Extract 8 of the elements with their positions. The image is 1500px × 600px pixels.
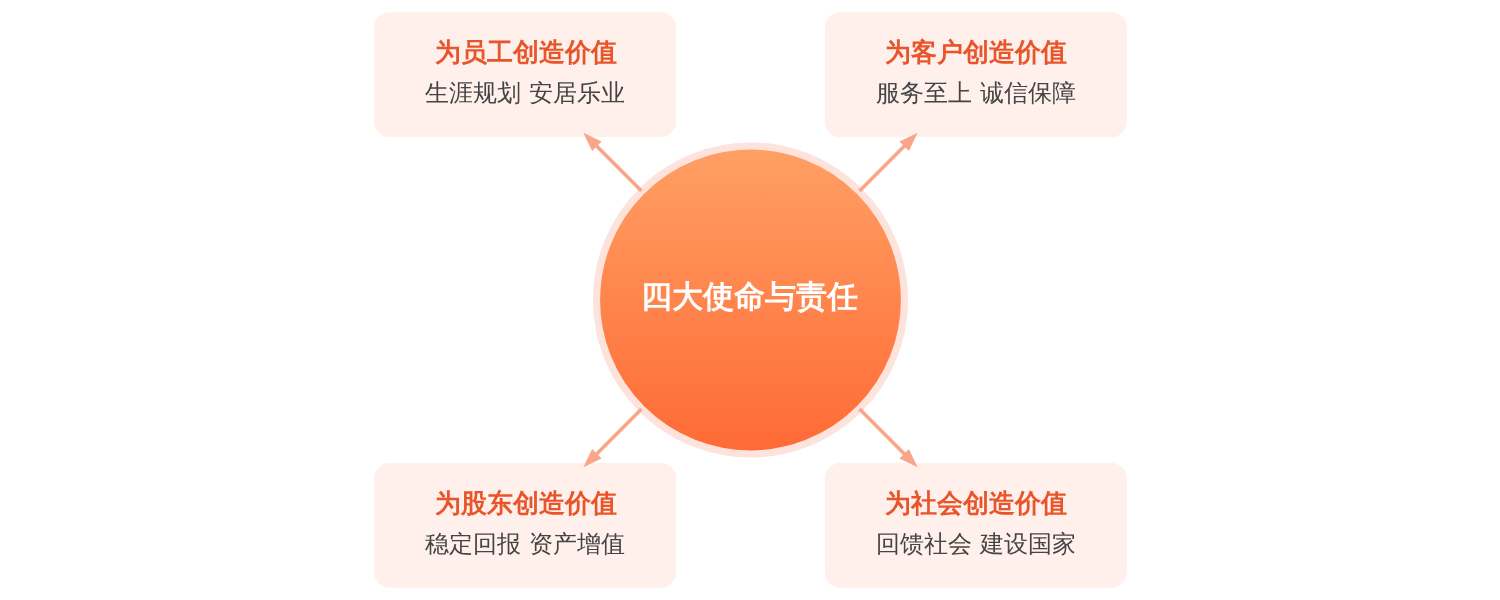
node-box: 为客户创造价值 服务至上 诚信保障 [824,12,1127,138]
arrow [857,132,918,193]
node-box: 为股东创造价值 稳定回报 资产增值 [373,462,676,588]
arrow [857,407,918,468]
arrow [582,407,643,468]
arrow [582,132,643,193]
node-box: 为员工创造价值 生涯规划 安居乐业 [373,12,676,138]
node-box: 为社会创造价值 回馈社会 建设国家 [824,462,1127,588]
